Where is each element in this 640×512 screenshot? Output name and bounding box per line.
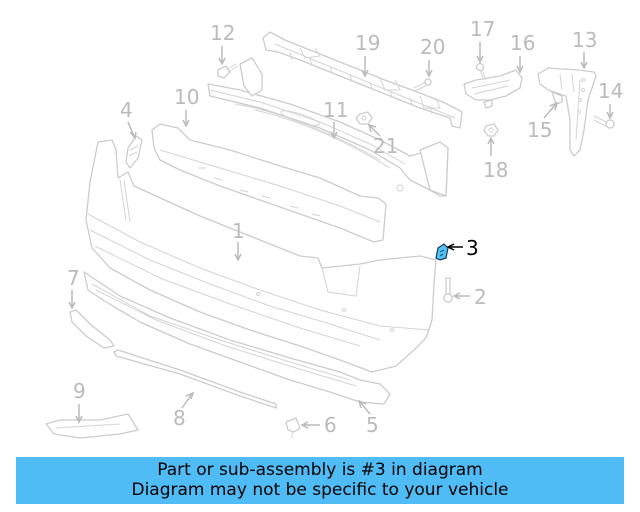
part-14-bolt[interactable] (593, 115, 615, 129)
callout-1: 1 (232, 219, 245, 262)
callout-7: 7 (67, 266, 80, 310)
svg-text:17: 17 (470, 17, 495, 41)
svg-text:2: 2 (474, 285, 487, 309)
callout-18: 18 (483, 136, 508, 182)
part-3-clip-highlighted[interactable] (435, 243, 449, 261)
callout-14: 14 (598, 79, 623, 120)
svg-text:15: 15 (527, 118, 552, 142)
svg-text:21: 21 (373, 134, 398, 158)
banner-line-part: Part or sub-assembly is #3 in diagram (157, 460, 483, 480)
svg-text:16: 16 (510, 31, 535, 55)
callout-11: 11 (323, 98, 348, 140)
part-18-nut[interactable] (483, 123, 499, 137)
callout-16: 16 (510, 31, 535, 74)
callout-9: 9 (73, 379, 86, 424)
part-19-absorber-bracket[interactable] (262, 31, 463, 129)
info-banner: Part or sub-assembly is #3 in diagram Di… (16, 457, 624, 504)
callout-10: 10 (174, 85, 199, 128)
part-21-nut[interactable] (355, 111, 373, 125)
svg-text:13: 13 (572, 28, 597, 52)
part-16-side-bracket[interactable] (463, 69, 523, 109)
part-8-molding-strip[interactable] (113, 349, 277, 409)
svg-text:8: 8 (173, 406, 186, 430)
svg-text:6: 6 (324, 413, 337, 437)
svg-text:11: 11 (323, 98, 348, 122)
callout-20: 20 (420, 35, 445, 78)
part-6-clip[interactable] (285, 417, 301, 438)
svg-text:3: 3 (466, 236, 479, 260)
svg-text:5: 5 (366, 413, 379, 437)
svg-text:7: 7 (67, 266, 80, 290)
beam-end-bracket (239, 57, 263, 97)
callout-13: 13 (572, 28, 597, 70)
part-4-bracket[interactable] (125, 135, 143, 169)
part-13-side-support[interactable] (537, 67, 597, 157)
part-17-screw[interactable] (475, 62, 487, 81)
svg-text:1: 1 (232, 219, 245, 243)
callout-8: 8 (173, 391, 195, 430)
callout-4: 4 (120, 98, 137, 140)
svg-text:9: 9 (73, 379, 86, 403)
part-1-bumper-cover[interactable] (85, 139, 437, 373)
svg-text:4: 4 (120, 98, 133, 122)
callout-6: 6 (300, 413, 337, 437)
part-15-clip[interactable] (551, 91, 563, 105)
svg-text:12: 12 (210, 21, 235, 45)
svg-text:18: 18 (483, 158, 508, 182)
part-5-lower-valance[interactable] (83, 271, 391, 405)
svg-text:10: 10 (174, 85, 199, 109)
callout-21: 21 (367, 123, 398, 158)
part-11-bumper-reinforcement[interactable] (207, 83, 449, 197)
part-20-screw[interactable] (413, 78, 432, 92)
svg-text:14: 14 (598, 79, 623, 103)
part-2-bolt[interactable] (443, 277, 453, 303)
part-10-energy-absorber[interactable] (151, 123, 387, 243)
callout-17: 17 (470, 17, 495, 64)
callout-2: 2 (452, 285, 487, 309)
part-12-bolt[interactable] (217, 63, 239, 79)
callout-12: 12 (210, 21, 235, 66)
callout-5: 5 (357, 399, 379, 437)
banner-line-disclaimer: Diagram may not be specific to your vehi… (131, 480, 509, 500)
callout-15: 15 (527, 101, 559, 142)
parts-diagram: 1 2 3 4 5 6 7 8 9 10 11 12 (45, 17, 623, 439)
callout-3: 3 (446, 236, 479, 260)
part-7-reflector-trim[interactable] (69, 309, 115, 349)
svg-text:20: 20 (420, 35, 445, 59)
part-9-reflector[interactable] (45, 413, 139, 439)
callout-19: 19 (355, 31, 380, 78)
svg-text:19: 19 (355, 31, 380, 55)
